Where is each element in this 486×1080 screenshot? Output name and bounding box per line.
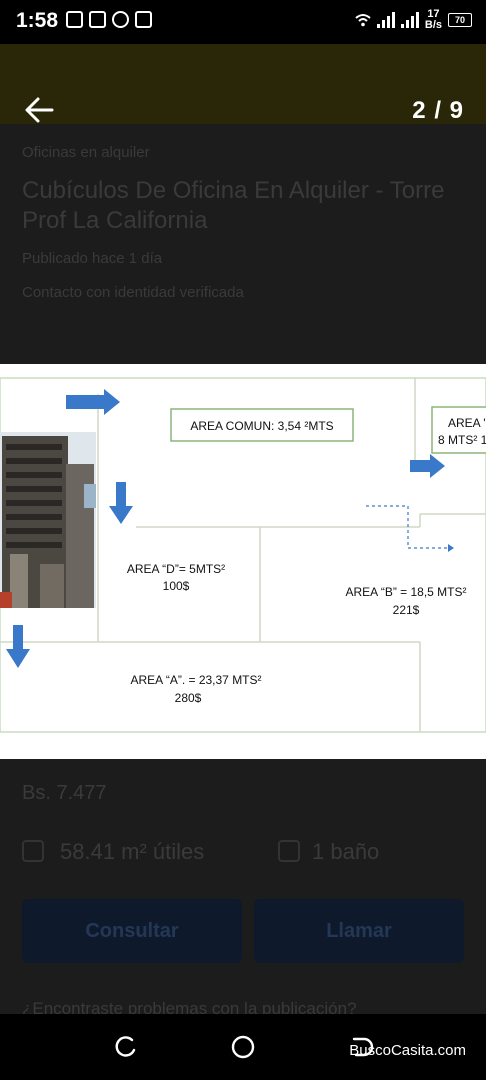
area-feature: 58.41 m² útiles [60,839,205,864]
system-nav-bar [0,1014,486,1080]
listing-meta: Publicado hace 1 día [22,250,163,267]
listing-title: Cubículos De Oficina En Alquiler - Torre… [22,177,445,234]
arrow-right-icon-2 [410,454,445,478]
speed-value: 17 [427,8,440,20]
timer-icon [112,11,129,28]
gallery-image[interactable]: AREA COMUN: 3,54 ²MTS AREA " 8 MTS² 1 AR… [0,364,486,759]
status-time: 1:58 [16,9,59,32]
instagram-icon [89,11,106,28]
area-comun-label: AREA COMUN: 3,54 ²MTS [190,419,333,433]
arrow-right-icon [66,389,120,415]
area-d-price: 100$ [163,579,190,593]
report-link: ¿Encontraste problemas con la publicació… [22,999,357,1018]
building-photo [0,432,96,608]
notification-icons [66,11,152,28]
speed-unit: B/s [424,19,442,31]
dashed-arrowhead [448,544,454,552]
breadcrumb: Oficinas en alquiler [22,144,150,161]
message-icon [66,11,83,28]
signal-icon-2 [400,12,419,28]
back-arrow-icon[interactable] [24,96,54,124]
area-a-label: AREA “A”. = 23,37 MTS² [130,673,261,687]
call-button: Llamar [254,899,464,963]
status-right: 17 B/s 70 [355,9,472,31]
plan-walls [0,378,486,732]
area-c-label-1: AREA " [448,416,486,430]
arrow-down-icon-2 [6,625,30,668]
area-d-label: AREA “D”= 5MTS² [127,562,225,576]
network-speed: 17 B/s [425,9,442,31]
area-c-label-2: 8 MTS² 1 [438,433,486,447]
listing-price: Bs. 7.477 [22,782,107,804]
listing-header [0,44,486,124]
area-a-price: 280$ [175,691,202,705]
plan-border [0,377,486,733]
calendar-icon [135,11,152,28]
area-c-box [431,406,486,454]
signal-icon-1 [376,12,395,28]
arrow-down-icon [109,482,133,524]
area-b-price: 221$ [393,603,420,617]
verified-text: Contacto con identidad verificada [22,284,244,301]
bath-icon [278,840,300,862]
plan-arrows [6,389,445,668]
area-b-label: AREA “B” = 18,5 MTS² [345,585,466,599]
bath-feature: 1 baño [312,839,380,864]
watermark: BuscoCasita.com [349,1042,466,1059]
recent-apps-icon[interactable] [112,1034,138,1060]
consult-button: Consultar [22,899,242,963]
area-comun-box [170,408,354,442]
wifi-icon [355,14,371,27]
floor-plan: AREA COMUN: 3,54 ²MTS AREA " 8 MTS² 1 AR… [0,377,486,733]
nav-back-icon[interactable] [350,1034,376,1060]
dashed-arrow [366,505,448,549]
area-icon [22,840,44,862]
status-bar: 1:58 17 B/s 70 [0,0,486,44]
home-icon[interactable] [230,1034,256,1060]
battery-icon: 70 [448,13,472,27]
image-counter: 2 / 9 [412,97,464,124]
